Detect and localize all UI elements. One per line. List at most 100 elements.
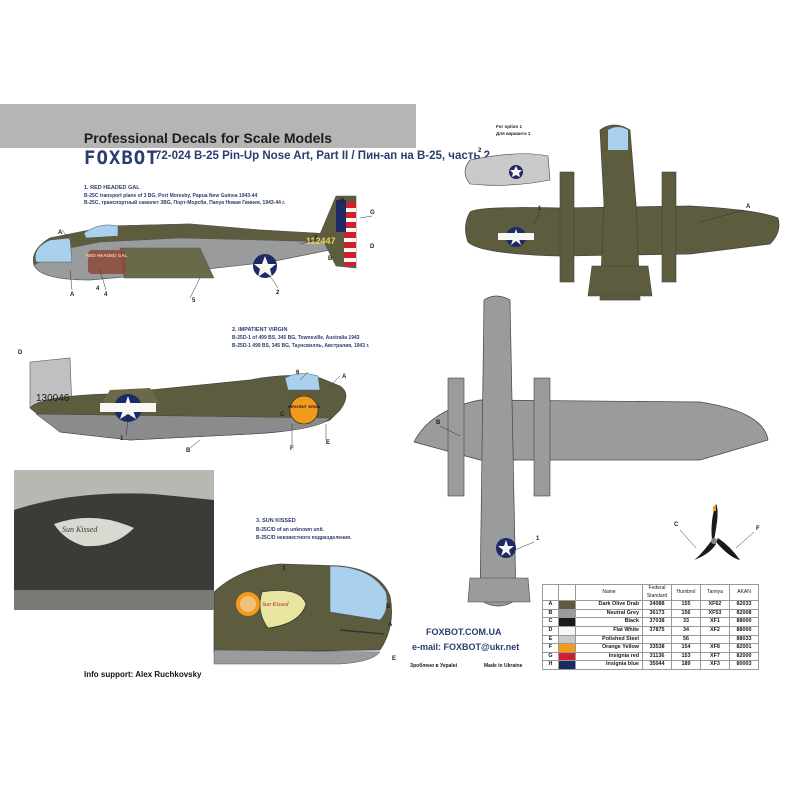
- paint-swatch: [558, 651, 576, 662]
- callout-bottom-b: B: [436, 420, 441, 426]
- paint-letter: C: [542, 617, 559, 627]
- paint-name: Polished Steel: [575, 634, 643, 645]
- made-in-ukraine: Made in Ukraine: [484, 663, 523, 669]
- b25d-impatient-virgin-profile: 130046 IMPATIENT VIRGIN: [29, 357, 347, 441]
- paint-tamiya: [700, 634, 730, 645]
- paint-swatch: [558, 600, 576, 610]
- email-link[interactable]: e-mail: FOXBOT@ukr.net: [412, 642, 520, 652]
- paint-humbrol: 33: [671, 617, 701, 627]
- section3-title: 3. SUN KISSED: [256, 518, 296, 524]
- paint-fs: 34088: [642, 600, 672, 610]
- section1-nose-art: RED HEADED GAL: [86, 253, 128, 258]
- topview-note-en: For option 1: [496, 124, 522, 129]
- paint-tamiya: XF7: [700, 651, 730, 662]
- paint-akan: 88000: [729, 625, 759, 636]
- callout-1b: B: [328, 256, 333, 262]
- callout-1a-lower: A: [70, 292, 75, 298]
- paint-tamiya: XF3: [700, 660, 730, 670]
- paint-akan: 82000: [729, 651, 759, 662]
- paint-swatch: [558, 608, 576, 619]
- paint-tamiya: XF2: [700, 625, 730, 636]
- callout-1-4b: 4: [96, 286, 100, 292]
- section3-line1: B-25C/D of an unknown unit.: [256, 527, 325, 533]
- paint-header-fs: Federal Standard: [642, 583, 672, 602]
- callout-2e: E: [326, 440, 331, 446]
- paint-name: Insignia red: [575, 651, 643, 662]
- b25c-red-headed-gal-profile: 112447 RED HEADED GAL: [33, 195, 357, 281]
- section1-line2: B-25C, транспортный самолет 3BG, Порт-Мо…: [84, 200, 286, 206]
- section3-nose-art: Sun Kissed: [262, 602, 290, 608]
- callout-prop-c: C: [674, 522, 679, 528]
- callout-1-5: 5: [192, 298, 196, 304]
- paint-swatch: [558, 634, 576, 645]
- banner-title: Professional Decals for Scale Models: [83, 130, 333, 146]
- callout-2a: A: [342, 374, 347, 380]
- section1-tail-code: 112447: [306, 236, 336, 246]
- section2-line2: B-25D-1 499 BS, 345 BG, Таунсвилль, Авст…: [232, 343, 370, 349]
- callout-top-a: A: [746, 204, 751, 210]
- callout-1-2: 2: [276, 290, 280, 296]
- paint-akan: 88033: [729, 634, 759, 645]
- callout-1-7: 7: [314, 236, 318, 242]
- paint-name: Orange Yellow: [575, 643, 643, 653]
- paint-name: Neutral Grey: [575, 608, 643, 619]
- callout-prop-f: F: [756, 526, 760, 532]
- website-link[interactable]: FOXBOT.COM.UA: [426, 627, 502, 637]
- paint-humbrol: 154: [671, 643, 701, 653]
- callout-2c: C: [280, 412, 285, 418]
- callout-2d: D: [18, 350, 23, 356]
- svg-text:Sun Kissed: Sun Kissed: [62, 525, 98, 534]
- paint-humbrol: 34: [671, 625, 701, 636]
- paint-fs: 36173: [642, 608, 672, 619]
- callout-bottom-1: 1: [536, 536, 540, 542]
- paint-header-name: Name: [575, 583, 643, 602]
- paint-swatch: [558, 660, 576, 670]
- paint-header-tamiya: Tamiya: [700, 583, 730, 602]
- sheet-subtitle: 72-024 B-25 Pin-Up Nose Art, Part II / П…: [155, 150, 491, 162]
- paint-humbrol: 153: [671, 651, 701, 662]
- paint-name: Insignia blue: [575, 660, 643, 670]
- paint-swatch: [558, 625, 576, 636]
- callout-1h: H: [340, 198, 345, 204]
- callout-2f: F: [290, 446, 294, 452]
- section2-line1: B-25D-1 of 499 BS, 345 BG, Townsville, A…: [232, 335, 360, 341]
- paint-letter: A: [542, 600, 559, 610]
- paint-tamiya: XF53: [700, 608, 730, 619]
- paint-swatch: [558, 617, 576, 627]
- paint-akan: 80003: [729, 660, 759, 670]
- callout-top-1: 1: [538, 206, 542, 212]
- callout-1g: G: [370, 210, 375, 216]
- paint-tamiya: XF1: [700, 617, 730, 627]
- b25-nose-inset: [464, 153, 551, 186]
- paint-humbrol: 156: [671, 608, 701, 619]
- section2-nose-art: IMPATIENT VIRGIN: [288, 405, 321, 409]
- paint-fs: 37875: [642, 625, 672, 636]
- b25-sun-kissed-nose-profile: Sun Kissed: [213, 563, 392, 665]
- header-banner: [0, 104, 416, 148]
- callout-1-4a: 4: [104, 292, 108, 298]
- section3-line2: B-25C/D неизвестного подразделения.: [256, 535, 352, 541]
- paint-letter: E: [542, 634, 559, 645]
- paint-akan: 88000: [729, 617, 759, 627]
- paint-humbrol: 189: [671, 660, 701, 670]
- foxbot-logo: FOXBOT: [84, 147, 159, 169]
- propeller-detail: [694, 504, 740, 560]
- paint-name: Flat White: [575, 625, 643, 636]
- paint-name: Black: [575, 617, 643, 627]
- paint-humbrol: 56: [671, 634, 701, 645]
- callout-2-1: 1: [120, 436, 124, 442]
- b25-bottom-view-grey: [413, 295, 769, 607]
- paint-header-swatch: [558, 583, 576, 602]
- paint-name: Dark Olive Drab: [575, 600, 643, 610]
- paint-swatch: [558, 643, 576, 653]
- paint-akan: 82033: [729, 600, 759, 610]
- callout-3a: A: [388, 622, 393, 628]
- b25-top-view-olive: [465, 124, 780, 301]
- callout-1a: A: [58, 230, 63, 236]
- callout-2-6: 6: [296, 370, 300, 376]
